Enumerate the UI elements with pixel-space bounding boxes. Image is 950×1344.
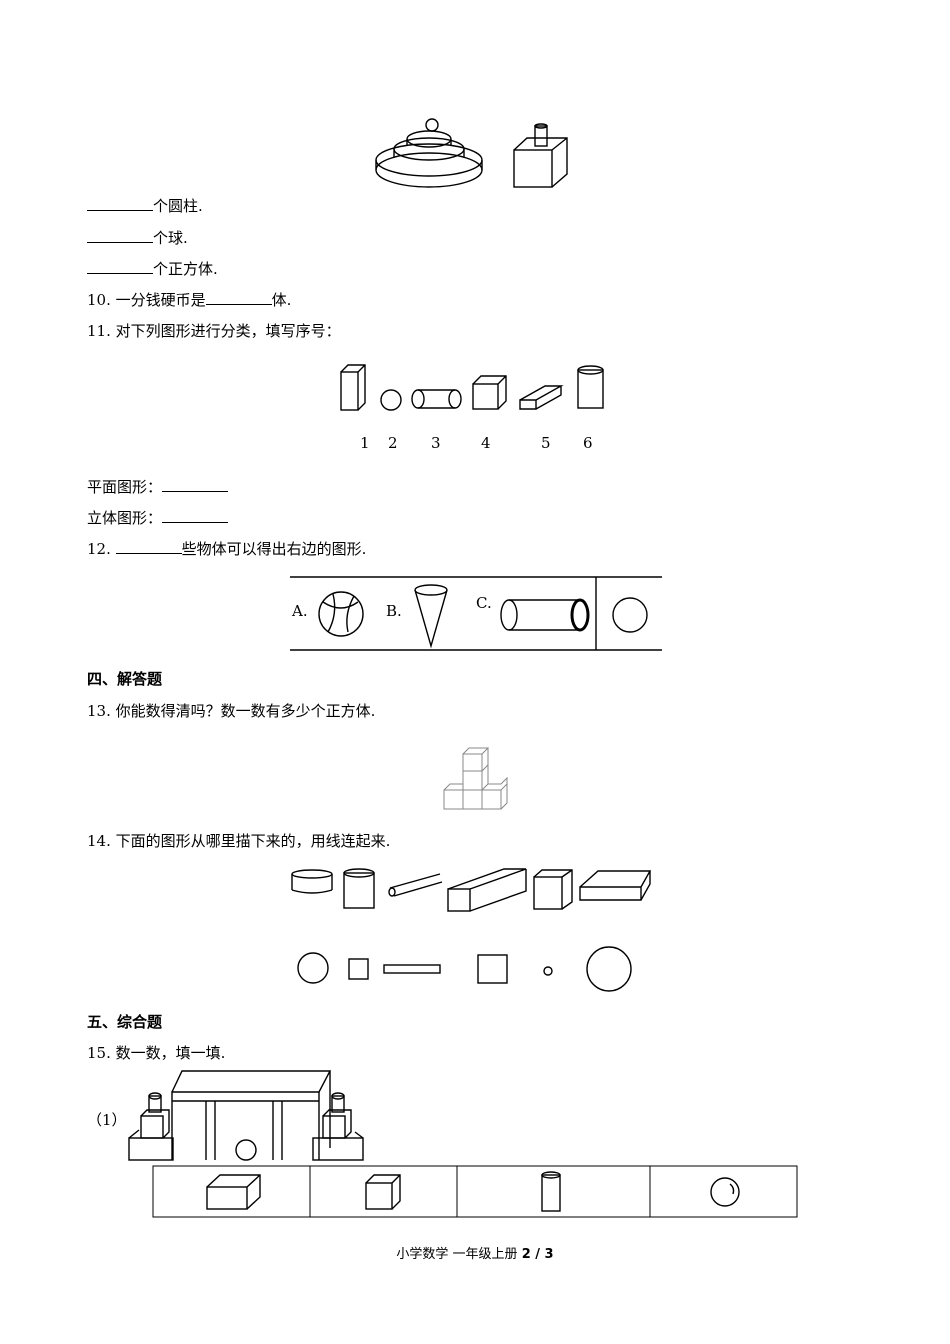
q15-table [152,1165,798,1218]
q9-cylinder-line: 个圆柱. [87,196,203,216]
q9-cube-text: 个正方体. [153,260,218,278]
option-c: C. [476,594,492,612]
answer-blank[interactable] [87,196,153,211]
option-b: B. [386,602,402,620]
answer-blank[interactable] [162,508,229,523]
q9-sphere-line: 个球. [87,228,188,248]
q12-text: 些物体可以得出右边的图形. [181,540,367,558]
answer-blank[interactable] [115,539,182,554]
question-12: 12. 些物体可以得出右边的图形. [87,539,366,559]
shape-label: 6 [583,434,593,452]
shape-label: 4 [481,434,491,452]
section-5-heading: 五、综合题 [87,1013,163,1031]
q12-number: 12. [87,540,116,558]
answer-blank[interactable] [205,290,272,305]
footer-subject: 小学数学 一年级上册 [396,1247,522,1262]
q14-figure [291,868,652,992]
question-14: 14. 下面的图形从哪里描下来的，用线连起来. [87,832,391,850]
q10-suffix: 体. [271,291,292,309]
option-a: A. [291,602,308,620]
answer-blank[interactable] [87,228,153,243]
q12-figure: A. B. C. [290,576,662,651]
q11-shapes-figure: 1 2 3 4 5 6 [340,364,604,452]
q15-sub-1: （1） [87,1111,127,1129]
question-13: 13. 你能数得清吗？数一数有多少个正方体. [87,702,376,720]
section-4-heading: 四、解答题 [87,670,163,688]
q11-solid-label: 立体图形： [87,509,163,527]
answer-blank[interactable] [87,259,153,274]
page-footer: 小学数学 一年级上册 2 / 3 [0,1243,950,1262]
shape-label: 1 [360,434,370,452]
shape-label: 5 [541,434,551,452]
q9-cylinder-text: 个圆柱. [153,197,203,215]
q11-plane-line: 平面图形： [87,477,229,497]
shape-label: 2 [388,434,398,452]
question-15: 15. 数一数，填一填. [87,1044,226,1062]
q11-solid-line: 立体图形： [87,508,229,528]
q11-plane-label: 平面图形： [87,478,163,496]
question-10: 10. 一分钱硬币是 体. [87,290,291,310]
page-number: 2 / 3 [521,1247,554,1262]
q9-sphere-text: 个球. [153,229,188,247]
q13-cubes-figure [443,746,508,810]
answer-blank[interactable] [162,477,229,492]
q15-building-figure [128,1070,364,1161]
shape-label: 3 [431,434,441,452]
question-11: 11. 对下列图形进行分类，填写序号： [87,322,341,340]
q10-text: 10. 一分钱硬币是 [87,291,206,309]
q9-cube-line: 个正方体. [87,259,218,279]
q9-figure [375,118,568,188]
